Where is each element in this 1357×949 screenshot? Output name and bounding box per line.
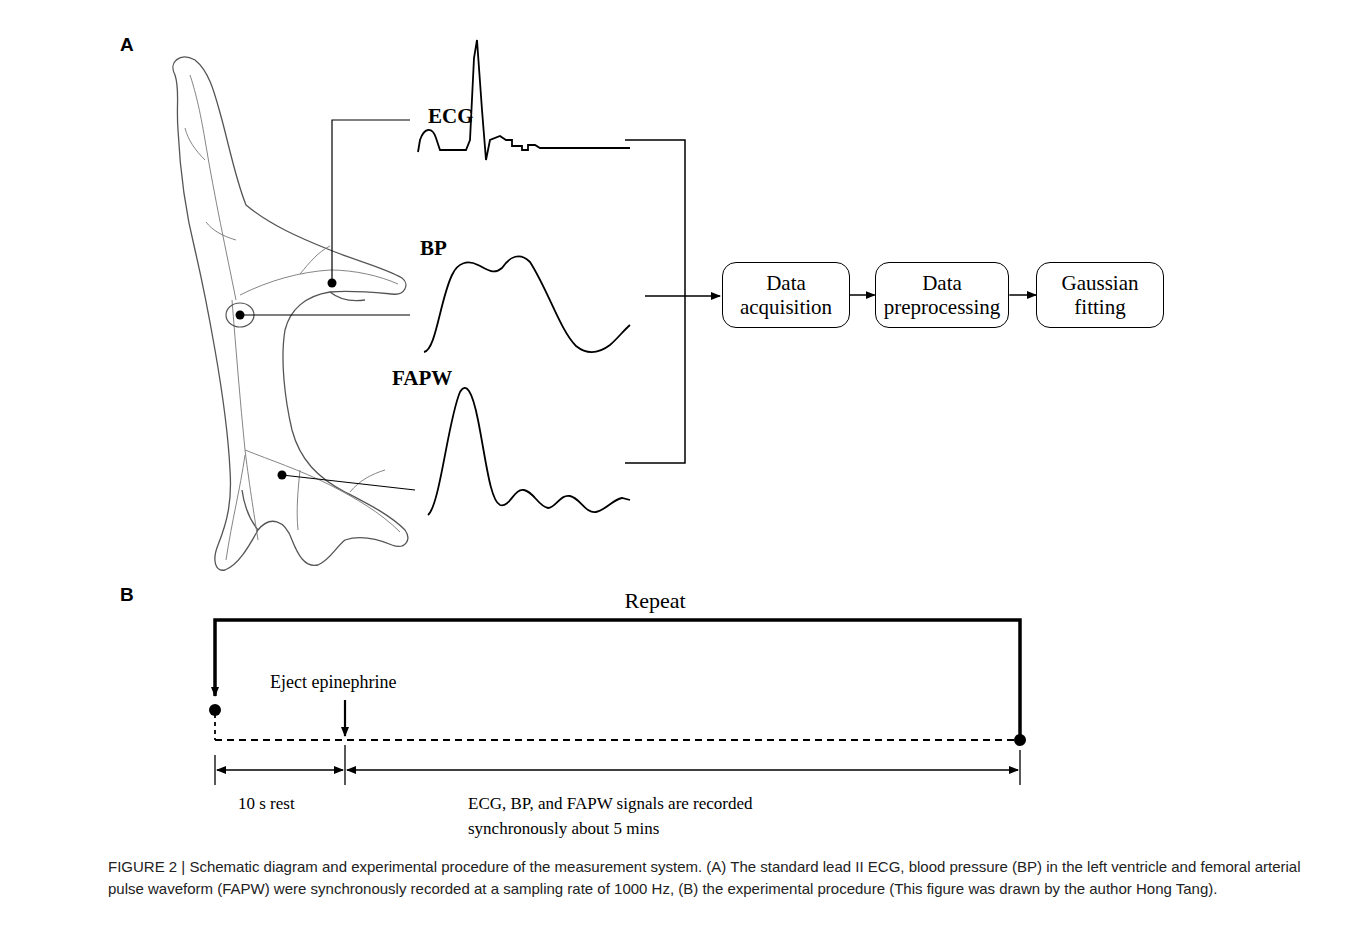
bp-waveform: [424, 256, 630, 352]
flow-arrow: [1009, 294, 1036, 296]
catheter-dot: [236, 311, 245, 320]
electrode-dot: [328, 279, 337, 288]
sensor-dot: [278, 471, 287, 480]
start-dot: [209, 704, 221, 716]
bracket-arrow: [645, 295, 720, 297]
box-text: Gaussian fitting: [1045, 271, 1155, 319]
flow-arrow: [850, 294, 875, 296]
figure-caption: FIGURE 2 | Schematic diagram and experim…: [108, 856, 1333, 900]
panel-letter: B: [120, 584, 134, 606]
blood-vessels: [185, 75, 400, 560]
signal-name: FAPW: [392, 366, 452, 390]
event-label: Eject epinephrine: [270, 672, 396, 693]
animal-outline: [173, 57, 408, 570]
panel-letter: A: [120, 34, 134, 56]
duration-label: 10 s rest: [238, 794, 295, 814]
fapw-waveform: [428, 388, 630, 515]
time-dimensions: [215, 745, 1020, 785]
box-text: Data acquisition: [731, 271, 841, 319]
loop-label: Repeat: [624, 588, 685, 613]
ecg-waveform: [418, 40, 630, 160]
signal-name: ECG: [428, 104, 474, 128]
repeat-loop: [215, 620, 1020, 740]
process-box: Data acquisition: [722, 262, 850, 328]
box-text: Data preprocessing: [884, 271, 1001, 319]
duration-label: ECG, BP, and FAPW signals are recorded s…: [468, 792, 828, 841]
end-dot: [1014, 734, 1026, 746]
process-box: Gaussian fitting: [1036, 262, 1164, 328]
leader-lines: [240, 120, 415, 490]
signal-bracket: [625, 140, 685, 463]
process-box: Data preprocessing: [875, 262, 1010, 328]
signal-name: BP: [420, 236, 447, 260]
